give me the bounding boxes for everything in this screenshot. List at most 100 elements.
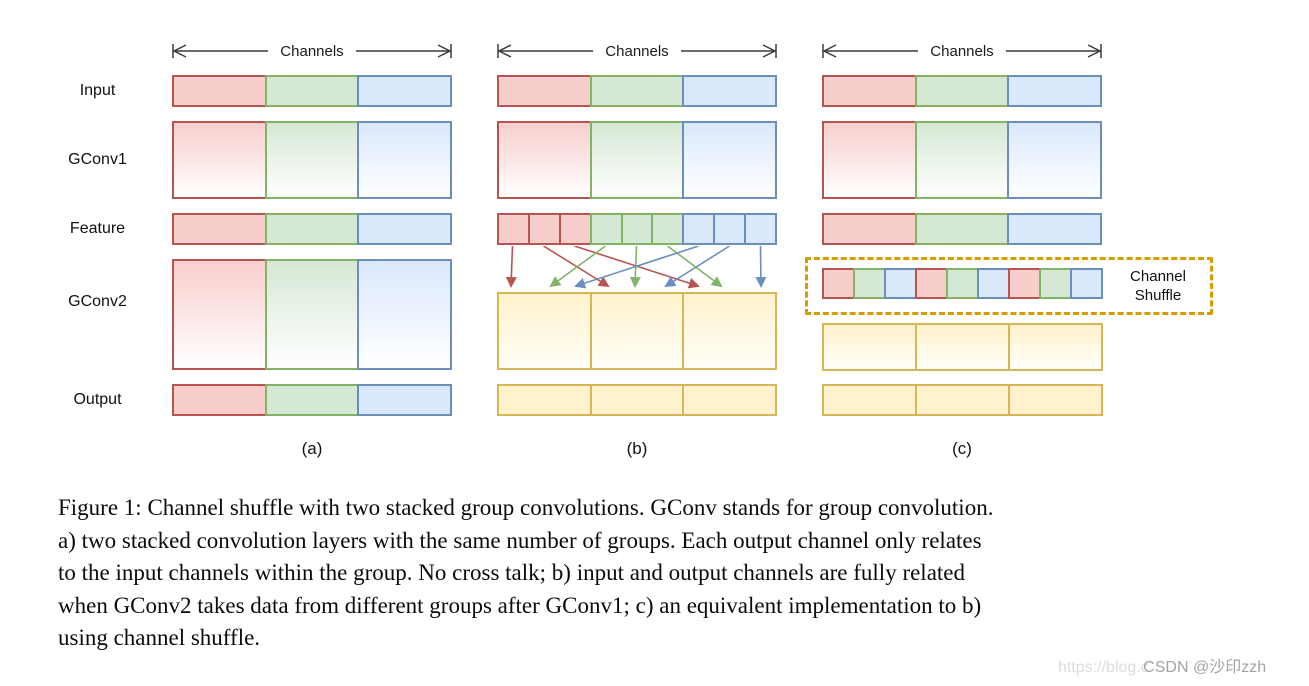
panel-label-b: (b) (626, 439, 648, 458)
group-block-blue (1007, 75, 1103, 107)
panel-a-output-row (172, 384, 453, 416)
mixed-block (822, 384, 917, 416)
row-label-input: Input (79, 82, 116, 99)
row-label-feature: Feature (69, 220, 126, 237)
group-block-blue (1007, 213, 1103, 245)
mixed-block (682, 292, 778, 370)
channels-label-a: Channels (280, 43, 343, 60)
feature-segment-red (558, 213, 592, 245)
group-block-green (914, 121, 1010, 199)
group-block-green (589, 75, 685, 107)
shuffled-segment-green (1039, 268, 1072, 299)
panel-c-feature-row (822, 213, 1103, 245)
group-block-red (172, 75, 267, 107)
panel-a-gconv2-row (172, 259, 453, 370)
panel-c-shuffled-row (822, 268, 1103, 299)
group-block-red (172, 121, 267, 199)
panel-c-gconv1-row (822, 121, 1103, 199)
panel-b-gconv1-row (497, 121, 778, 199)
mixed-block (822, 323, 917, 371)
group-block-blue (682, 75, 778, 107)
csdn-watermark: https://blog.c CSDN @沙印zzh (1058, 653, 1266, 677)
mixed-block (497, 384, 592, 416)
watermark-handle: CSDN @沙印zzh (1143, 659, 1267, 676)
shuffled-segment-green (946, 268, 979, 299)
watermark-url: https://blog.c (1058, 659, 1149, 676)
group-block-blue (357, 121, 453, 199)
group-block-blue (1007, 121, 1103, 199)
shuffled-segment-red (1008, 268, 1041, 299)
feature-segment-blue (744, 213, 778, 245)
panel-a-input-row (172, 75, 453, 107)
channels-axis-b: Channels (497, 42, 777, 60)
group-block-blue (357, 213, 453, 245)
group-block-red (822, 75, 917, 107)
caption-line: when GConv2 takes data from different gr… (58, 592, 982, 618)
group-block-blue (357, 259, 453, 370)
row-label-gconv1: GConv1 (68, 151, 127, 168)
figure-caption: Figure 1: Channel shuffle with two stack… (58, 492, 1273, 655)
mixed-block (915, 323, 1010, 371)
group-block-red (172, 213, 267, 245)
feature-segment-green (620, 213, 654, 245)
panel-b-input-row (497, 75, 778, 107)
group-block-green (264, 121, 360, 199)
caption-line: to the input channels within the group. … (58, 560, 966, 585)
feature-segment-red (527, 213, 561, 245)
group-block-blue (357, 75, 453, 107)
panel-b-feature-segmented-row (497, 213, 778, 245)
channel-shuffle-label: Channel Shuffle (1130, 268, 1186, 304)
group-block-green (264, 75, 360, 107)
channels-label-c: Channels (930, 43, 993, 60)
mixed-block (589, 384, 685, 416)
feature-segment-green (651, 213, 685, 245)
shuffled-segment-red (915, 268, 948, 299)
group-block-red (497, 75, 592, 107)
row-label-output: Output (73, 391, 122, 408)
group-block-red (822, 121, 917, 199)
feature-segment-blue (713, 213, 747, 245)
panel-a-feature-row (172, 213, 453, 245)
group-block-blue (357, 384, 453, 416)
shuffled-segment-blue (1070, 268, 1103, 299)
shuffle-arrows (505, 246, 767, 289)
group-block-green (914, 75, 1010, 107)
group-block-green (264, 384, 360, 416)
panel-c-input-row (822, 75, 1103, 107)
group-block-green (264, 213, 360, 245)
shuffled-segment-red (822, 268, 855, 299)
panel-c-gconv2-row (822, 323, 1103, 371)
mixed-block (682, 384, 778, 416)
channel-shuffle-box (805, 257, 1213, 315)
mixed-block (589, 292, 685, 370)
row-label-gconv2: GConv2 (68, 293, 127, 310)
panel-b-output-row (497, 384, 778, 416)
caption-line: using channel shuffle. (58, 625, 261, 650)
group-block-green (264, 259, 360, 370)
group-block-green (589, 121, 685, 199)
shuffled-segment-blue (977, 268, 1010, 299)
shuffled-segment-green (853, 268, 886, 299)
mixed-block (1008, 384, 1103, 416)
panel-label-c: (c) (952, 439, 972, 458)
group-block-red (172, 384, 267, 416)
channels-label-b: Channels (605, 43, 668, 60)
mixed-block (1008, 323, 1103, 371)
feature-segment-blue (682, 213, 716, 245)
group-block-red (172, 259, 267, 370)
mixed-block (915, 384, 1010, 416)
group-block-green (914, 213, 1010, 245)
panel-b-gconv2-row (497, 292, 778, 370)
feature-segment-red (497, 213, 530, 245)
channels-axis-c: Channels (822, 42, 1102, 60)
channels-axis-a: Channels (172, 42, 452, 60)
panel-c-output-row (822, 384, 1103, 416)
group-block-blue (682, 121, 778, 199)
group-block-red (822, 213, 917, 245)
panel-label-a: (a) (301, 439, 323, 458)
feature-segment-green (589, 213, 623, 245)
caption-line: Figure 1: Channel shuffle with two stack… (58, 495, 994, 520)
group-block-red (497, 121, 592, 199)
mixed-block (497, 292, 592, 370)
